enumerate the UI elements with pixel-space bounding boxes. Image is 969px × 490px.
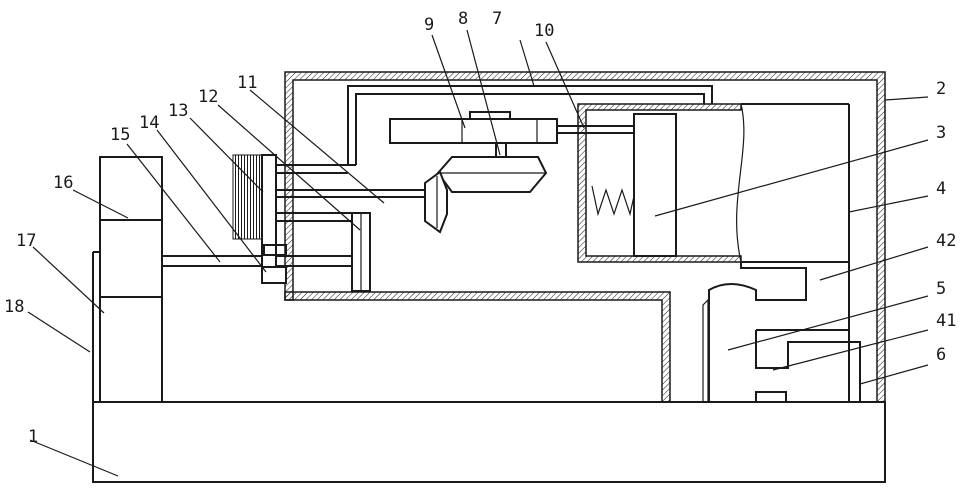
label-4: 4: [936, 179, 946, 199]
label-12: 12: [198, 87, 218, 107]
label-42: 42: [936, 231, 956, 251]
leader-41: [773, 330, 928, 370]
label-11: 11: [237, 73, 257, 93]
bevel-gear-vertical: [425, 172, 447, 232]
label-16: 16: [53, 173, 73, 193]
bevel-gear-horizontal: [438, 157, 546, 192]
label-7: 7: [492, 9, 502, 29]
label-8: 8: [458, 9, 468, 29]
label-15: 15: [110, 125, 130, 145]
leader-42: [820, 247, 928, 280]
label-10: 10: [534, 21, 554, 41]
left-post: [100, 157, 162, 402]
leader-9: [432, 35, 465, 128]
housing-lower-wall: [285, 292, 670, 402]
label-5: 5: [936, 279, 946, 299]
label-6: 6: [936, 345, 946, 365]
leader-4: [849, 196, 928, 212]
rack-foot: [262, 267, 286, 283]
spring: [592, 186, 634, 214]
label-9: 9: [424, 15, 434, 35]
rack: [233, 155, 263, 239]
inner-frame-post: [703, 300, 708, 402]
label-14: 14: [139, 113, 159, 133]
break-line: [737, 104, 744, 262]
leader-18: [28, 312, 90, 352]
label-41: 41: [936, 311, 956, 331]
label-2: 2: [936, 79, 946, 99]
label-3: 3: [936, 123, 946, 143]
piston-block: [634, 114, 676, 256]
leader-1: [30, 440, 118, 476]
label-18: 18: [4, 297, 24, 317]
leader-2: [885, 97, 928, 100]
base-plate: [93, 402, 885, 482]
inner-frame-upper: [709, 262, 849, 402]
stop-block: [756, 392, 786, 402]
motor-body: [390, 119, 557, 143]
label-17: 17: [16, 231, 36, 251]
label-13: 13: [168, 101, 188, 121]
leader-6: [860, 365, 928, 384]
label-1: 1: [28, 427, 38, 447]
